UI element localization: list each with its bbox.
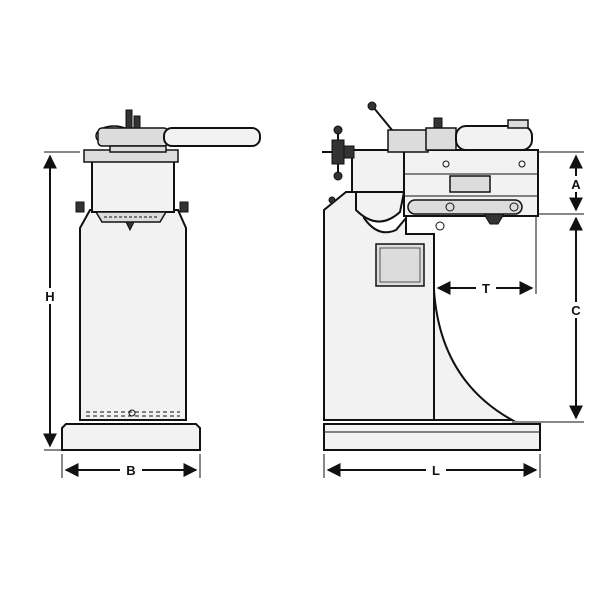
side-view — [322, 101, 541, 451]
front-upper-housing — [91, 159, 175, 213]
side-roller — [455, 125, 533, 151]
front-head-clamp — [97, 127, 169, 147]
side-clamp-block — [387, 129, 429, 153]
dimension-a-label: A — [571, 177, 581, 192]
side-slide-belt — [407, 199, 523, 215]
handwheel-icon — [322, 125, 355, 181]
front-left-knob — [75, 201, 85, 213]
side-body — [323, 191, 435, 421]
dimension-b: B — [61, 454, 201, 478]
front-screw-1 — [125, 109, 133, 129]
side-clamp-lever — [373, 107, 393, 131]
front-base — [61, 423, 201, 451]
front-right-knob — [179, 201, 189, 213]
side-base — [323, 423, 541, 451]
side-die-block — [425, 127, 457, 151]
front-head-base — [109, 145, 167, 153]
dimension-b-label: B — [126, 463, 135, 478]
side-access-panel — [375, 243, 425, 287]
dimension-t-label: T — [482, 281, 490, 296]
dimension-l: L — [323, 454, 541, 478]
dimension-a: A — [538, 151, 586, 215]
dimension-h-label: H — [45, 289, 54, 304]
dimension-l-label: L — [432, 463, 440, 478]
side-roller-cap — [507, 119, 529, 129]
front-view — [61, 109, 261, 451]
dimension-c-label: C — [571, 303, 581, 318]
dimension-c: C — [512, 216, 586, 423]
front-pointer — [125, 221, 135, 232]
side-head-column — [351, 149, 407, 193]
dimension-t: T — [436, 216, 537, 296]
dimension-h: H — [36, 151, 80, 451]
side-carriage-label-plate — [449, 175, 491, 193]
front-lever-arm — [163, 127, 261, 147]
front-screw-2 — [133, 115, 141, 129]
side-throat-fill — [433, 289, 516, 421]
side-slide-pointer — [483, 213, 505, 225]
front-column — [79, 209, 187, 421]
side-die-curve — [355, 191, 406, 223]
front-bottom-vents — [86, 409, 180, 417]
